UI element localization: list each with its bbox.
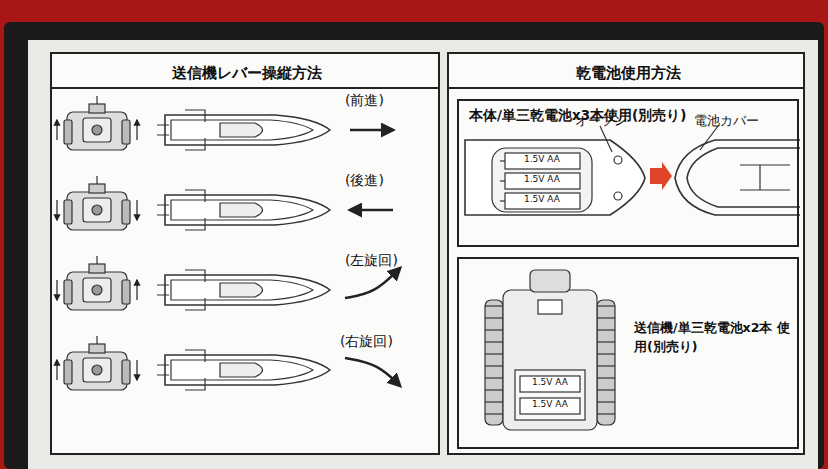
motion-label: (右旋回) bbox=[340, 333, 393, 350]
panel-heading: 乾電池使用方法 bbox=[449, 62, 807, 85]
panel: 乾電池使用方法本体/単三乾電池x3本使用(別売り)送信機/単三乾電池x2本 使用… bbox=[447, 52, 805, 455]
motion-label: (後進) bbox=[345, 172, 384, 189]
battery-label: 1.5V AA bbox=[524, 194, 560, 205]
sub-panel: 送信機/単三乾電池x2本 使用(別売り) bbox=[457, 257, 799, 449]
motion-label: (前進) bbox=[345, 92, 384, 109]
panel-heading: 送信機レバー操縦方法 bbox=[52, 62, 442, 85]
callout-label: 電池カバー bbox=[694, 113, 759, 129]
callout-label: オープン bbox=[575, 113, 627, 129]
panel-note: 送信機/単三乾電池x2本 使用(別売り) bbox=[634, 319, 799, 357]
battery-label: 1.5V AA bbox=[532, 377, 568, 388]
motion-label: (左旋回) bbox=[345, 252, 398, 269]
battery-label: 1.5V AA bbox=[524, 174, 560, 185]
battery-label: 1.5V AA bbox=[524, 154, 560, 165]
battery-label: 1.5V AA bbox=[532, 399, 568, 410]
